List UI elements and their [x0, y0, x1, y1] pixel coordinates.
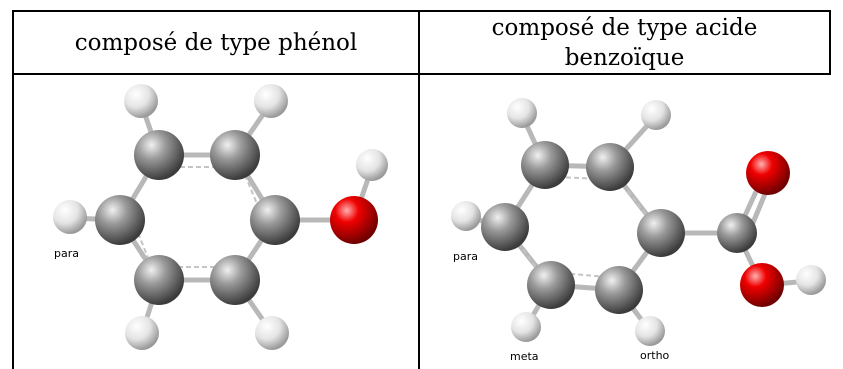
phenol-aromatic-ring	[135, 166, 261, 268]
table-left-border	[12, 10, 14, 369]
benzoic-hydrogen-carboxyl	[796, 265, 826, 295]
phenol-oxygen	[330, 196, 378, 244]
benzoic-label-para: para	[453, 250, 478, 263]
benzoic-carbon	[586, 143, 634, 191]
phenol-carbon	[210, 130, 260, 180]
table-header-rule	[12, 73, 831, 75]
benzoic-carbon	[637, 209, 685, 257]
benzoic-oxygen-hydroxyl	[740, 263, 784, 307]
benzoic-carbon	[481, 203, 529, 251]
benzoic-hydrogen	[641, 100, 671, 130]
header-phenol-text: composé de type phénol	[74, 29, 358, 56]
benzoic-hydrogen	[507, 98, 537, 128]
table-top-rule	[12, 10, 831, 12]
benzoic-carbon	[527, 261, 575, 309]
phenol-hydrogen	[254, 84, 288, 118]
phenol-hydrogen	[125, 316, 159, 350]
benzoic-hydrogen-ortho	[635, 316, 665, 346]
phenol-model-svg: para	[53, 84, 388, 350]
benzoic-acid-molecule: para meta ortho	[420, 75, 829, 369]
header-benzoic-acid: composé de type acide benzoïque	[420, 12, 829, 73]
table-column-divider	[418, 10, 420, 369]
benzoic-hydrogen-para	[451, 201, 481, 231]
phenol-carbon	[210, 255, 260, 305]
phenol-carbon	[95, 195, 145, 245]
benzoic-carbon	[595, 266, 643, 314]
phenol-carbon	[134, 130, 184, 180]
benzoic-model-svg: para meta ortho	[451, 98, 826, 363]
header-benzoic-text: composé de type acide benzoïque	[491, 14, 758, 71]
benzoic-hydrogen-meta	[511, 312, 541, 342]
phenol-carbon	[134, 255, 184, 305]
benzoic-oxygen-carbonyl	[746, 151, 790, 195]
benzoic-carbon	[521, 141, 569, 189]
phenol-label-para: para	[54, 247, 79, 260]
phenol-carbon	[250, 195, 300, 245]
phenol-hydrogen-hydroxyl	[356, 149, 388, 181]
benzoic-carboxyl-carbon	[717, 213, 757, 253]
phenol-hydrogen	[255, 316, 289, 350]
header-phenol: composé de type phénol	[14, 12, 418, 73]
benzoic-label-meta: meta	[510, 350, 539, 363]
phenol-hydrogen	[124, 84, 158, 118]
benzoic-label-ortho: ortho	[640, 349, 670, 362]
phenol-molecule: para	[14, 75, 418, 369]
phenol-hydrogen-para	[53, 200, 87, 234]
table-right-border	[829, 10, 831, 75]
